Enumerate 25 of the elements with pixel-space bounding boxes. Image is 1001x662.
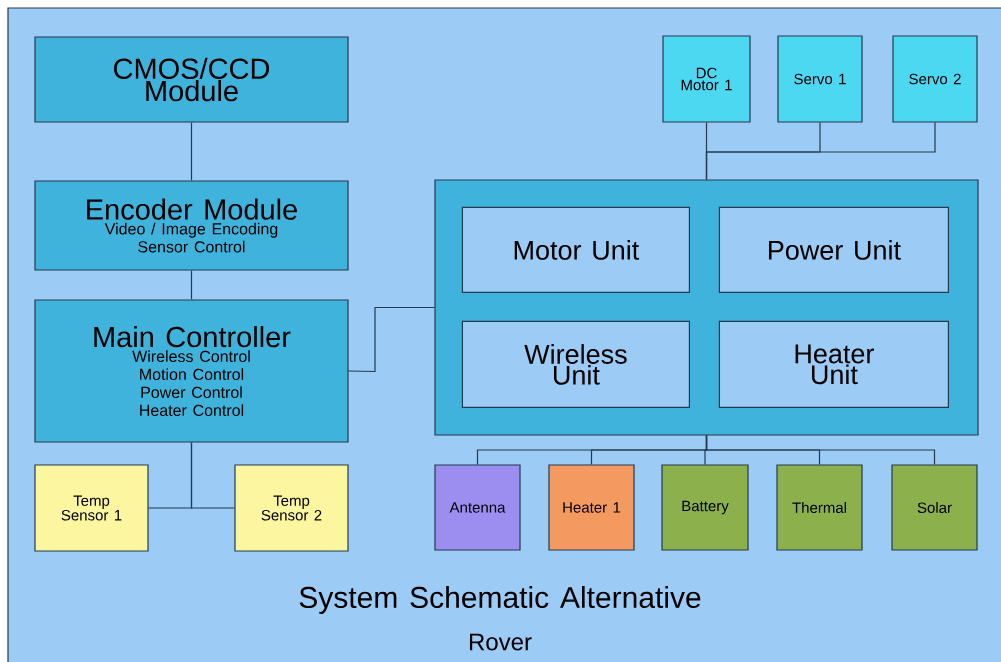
connector-line xyxy=(190,442,235,509)
module-box: Encoder Module Video / Image Encoding Sensor Control xyxy=(34,180,349,271)
diagram-title: System Schematic Alternative xyxy=(299,586,701,614)
sensor-box: Temp Sensor 2 xyxy=(234,464,349,552)
component-box: Heater 1 xyxy=(548,464,635,551)
unit-box: Heater Unit xyxy=(718,320,949,408)
diagram-caption: Rover xyxy=(469,633,532,651)
component-box: Battery xyxy=(661,464,749,551)
component-box: Servo 2 xyxy=(892,35,978,123)
component-box: Thermal xyxy=(776,464,863,551)
connector-line xyxy=(190,122,193,181)
connector-line xyxy=(348,306,435,373)
component-box: DC Motor 1 xyxy=(662,35,751,123)
component-box: Solar xyxy=(891,464,978,551)
sensor-box: Temp Sensor 1 xyxy=(34,464,149,552)
connector-line xyxy=(705,122,936,180)
unit-box: Wireless Unit xyxy=(461,320,690,408)
unit-box: Power Unit xyxy=(718,206,949,293)
unit-box: Motor Unit xyxy=(461,206,690,293)
module-box: Main Controller Wireless Control Motion Control Power Control Heater Control xyxy=(34,299,349,443)
connector-line xyxy=(705,435,936,465)
component-box: Antenna xyxy=(434,464,521,551)
module-box: CMOS/CCD Module xyxy=(34,36,349,123)
component-box: Servo 1 xyxy=(777,35,863,123)
connector-line xyxy=(190,270,193,300)
